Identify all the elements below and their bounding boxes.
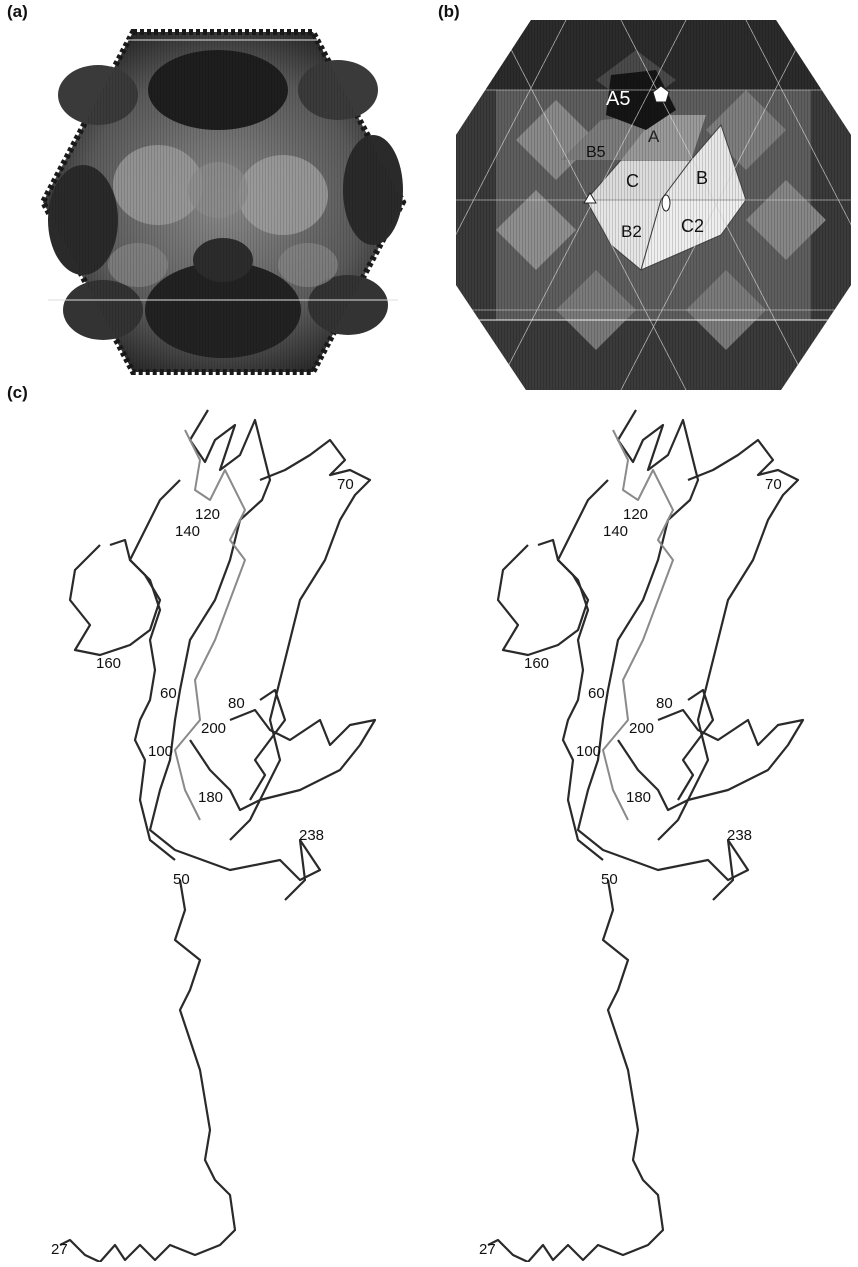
panel-b-label: (b): [438, 2, 460, 22]
left-stereo-trace: 70 120 140 160 60 80 200 100 180 238 50 …: [51, 410, 375, 1262]
residue-label-140: 140: [175, 523, 200, 540]
residue-label-180-right: 180: [626, 789, 651, 806]
subunit-label-b5: B5: [586, 144, 606, 161]
subunit-label-b2: B2: [621, 222, 642, 241]
stereo-trace-image: 70 120 140 160 60 80 200 100 180 238 50 …: [0, 400, 858, 1262]
residue-label-60-right: 60: [588, 685, 605, 702]
residue-label-70: 70: [337, 476, 354, 493]
residue-label-50: 50: [173, 871, 190, 888]
residue-label-80: 80: [228, 695, 245, 712]
residue-label-160-right: 160: [524, 655, 549, 672]
residue-label-27-right: 27: [479, 1241, 496, 1258]
residue-label-70-right: 70: [765, 476, 782, 493]
residue-label-140-right: 140: [603, 523, 628, 540]
residue-label-50-right: 50: [601, 871, 618, 888]
icosahedral-lattice-image: A5 A B5 C B B2 C2: [456, 20, 851, 390]
residue-label-160: 160: [96, 655, 121, 672]
residue-label-200: 200: [201, 720, 226, 737]
residue-label-100: 100: [148, 743, 173, 760]
right-stereo-trace: 70 120 140 160 60 80 200 100 180 238 50 …: [479, 410, 803, 1262]
residue-label-238: 238: [299, 827, 324, 844]
residue-label-80-right: 80: [656, 695, 673, 712]
residue-label-238-right: 238: [727, 827, 752, 844]
icosahedral-lattice-panel: A5 A B5 C B B2 C2: [456, 20, 851, 390]
subunit-label-c: C: [626, 171, 639, 191]
residue-label-27: 27: [51, 1241, 68, 1258]
capsid-surface-panel: [28, 20, 418, 385]
capsid-surface-image: [28, 20, 418, 385]
twofold-axis-symbol: [662, 195, 670, 211]
residue-label-120: 120: [195, 506, 220, 523]
residue-label-200-right: 200: [629, 720, 654, 737]
subunit-label-a5: A5: [606, 88, 630, 110]
panel-a-label: (a): [7, 2, 28, 22]
subunit-label-a: A: [648, 127, 660, 146]
residue-label-180: 180: [198, 789, 223, 806]
stereo-trace-panel: 70 120 140 160 60 80 200 100 180 238 50 …: [0, 400, 858, 1262]
residue-label-120-right: 120: [623, 506, 648, 523]
residue-label-100-right: 100: [576, 743, 601, 760]
subunit-label-c2: C2: [681, 216, 704, 236]
residue-label-60: 60: [160, 685, 177, 702]
subunit-label-b: B: [696, 168, 708, 188]
